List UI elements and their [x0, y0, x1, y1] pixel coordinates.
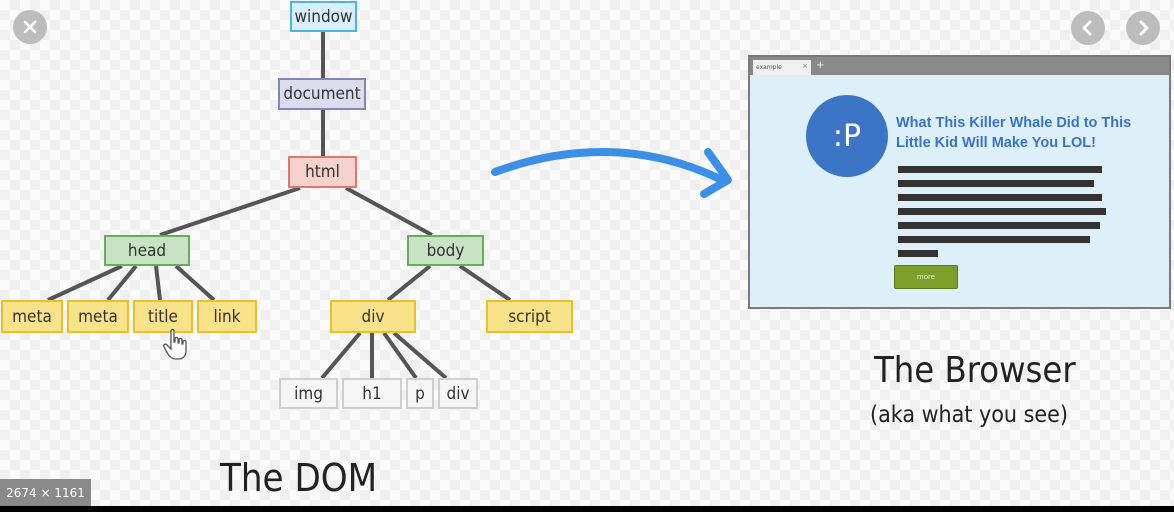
- edge-div-img: [320, 331, 362, 380]
- close-button[interactable]: [13, 10, 47, 44]
- next-button[interactable]: [1126, 11, 1160, 45]
- edge-head-link: [174, 264, 216, 302]
- browser-tabbar: example × +: [750, 57, 1169, 75]
- text-line: [898, 166, 1102, 173]
- node-div-2: div: [438, 378, 478, 409]
- image-dimensions-badge: 2674 × 1161: [0, 479, 91, 506]
- browser-caption: The Browser: [874, 350, 1076, 391]
- node-meta-2: meta: [67, 300, 129, 333]
- arrowhead: [700, 148, 732, 198]
- new-tab-icon[interactable]: +: [816, 60, 825, 71]
- chevron-right-icon: [1139, 20, 1149, 36]
- edge-div-div2: [392, 331, 448, 380]
- arrow-to-browser: [491, 148, 726, 184]
- node-html: html: [288, 156, 357, 188]
- browser-subcaption: (aka what you see): [870, 402, 1068, 428]
- edge-body-script: [458, 264, 512, 302]
- text-line: [898, 236, 1090, 243]
- text-line: [898, 194, 1102, 201]
- article-headline[interactable]: What This Killer Whale Did to This Littl…: [896, 115, 1132, 151]
- edge-html-body: [345, 186, 433, 237]
- node-body: body: [407, 235, 484, 266]
- dom-caption: The DOM: [220, 456, 378, 500]
- text-line: [898, 208, 1106, 215]
- node-p: p: [406, 378, 434, 409]
- node-head: head: [104, 235, 190, 266]
- browser-tab-label: example: [756, 64, 782, 71]
- edge-html-head: [159, 186, 301, 237]
- node-link: link: [197, 300, 257, 333]
- node-window: window: [290, 1, 357, 32]
- edge-div-p: [382, 331, 418, 380]
- close-icon: [23, 20, 37, 34]
- node-script: script: [486, 300, 573, 333]
- node-div: div: [330, 300, 416, 333]
- hand-cursor-icon: [163, 328, 187, 360]
- more-button[interactable]: more: [894, 265, 958, 289]
- browser-mockup: example × + :P What This Killer Whale Di…: [748, 55, 1171, 309]
- text-line: [898, 250, 938, 257]
- text-line: [898, 222, 1100, 229]
- more-button-label: more: [916, 273, 936, 281]
- node-document: document: [278, 78, 366, 110]
- chevron-left-icon: [1082, 20, 1092, 36]
- previous-button[interactable]: [1071, 11, 1105, 45]
- node-meta-1: meta: [1, 300, 63, 333]
- tab-close-icon[interactable]: ×: [802, 62, 808, 70]
- avatar-text: :P: [832, 118, 862, 154]
- node-title: title: [133, 300, 193, 333]
- text-line: [898, 180, 1094, 187]
- edge-body-div: [386, 264, 432, 302]
- node-img: img: [279, 378, 338, 409]
- node-h1: h1: [342, 378, 402, 409]
- browser-tab[interactable]: example ×: [753, 60, 811, 75]
- avatar: :P: [806, 95, 888, 177]
- edge-head-meta1: [47, 264, 123, 302]
- edge-head-meta2: [106, 264, 138, 302]
- edge-head-title: [154, 265, 162, 301]
